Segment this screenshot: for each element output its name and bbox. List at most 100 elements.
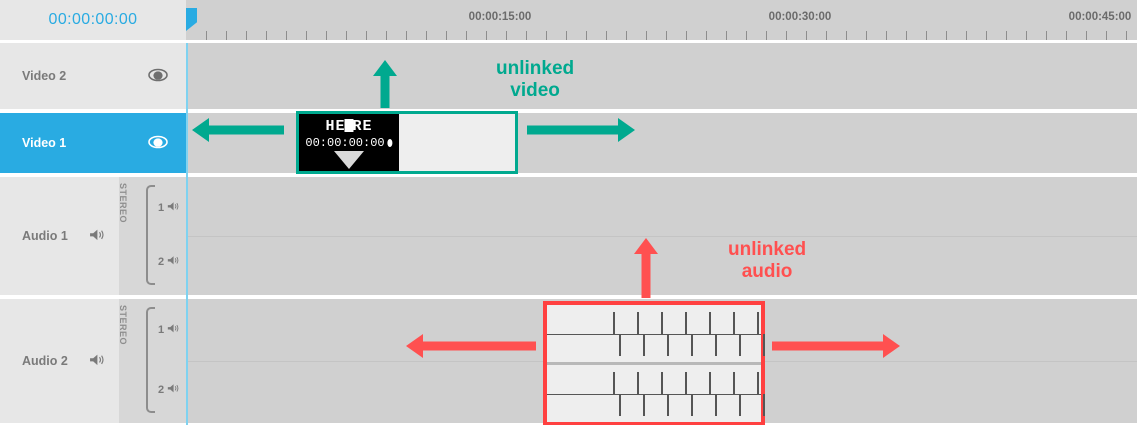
ruler-tick-minor bbox=[1006, 31, 1007, 40]
speaker-icon[interactable] bbox=[167, 201, 180, 215]
channel-number: 1 bbox=[158, 201, 165, 214]
eye-icon[interactable] bbox=[148, 68, 168, 84]
track-channels-audio-1 bbox=[119, 177, 186, 297]
annotation-label-unlinked-video: unlinked video bbox=[496, 58, 575, 101]
waveform-spike bbox=[613, 371, 615, 394]
stereo-label: STEREO bbox=[118, 305, 128, 346]
playhead-line[interactable] bbox=[186, 43, 188, 425]
ruler-tick-minor bbox=[286, 31, 287, 40]
ruler-tick-minor bbox=[326, 31, 327, 40]
ruler-tick-minor bbox=[1026, 31, 1027, 40]
waveform-spike bbox=[739, 333, 741, 356]
track-header-audio-2[interactable]: Audio 2 bbox=[0, 299, 119, 425]
ruler-tick-minor bbox=[786, 31, 787, 40]
audio-clip[interactable] bbox=[543, 301, 765, 425]
waveform-spike bbox=[613, 311, 615, 334]
channel-number: 2 bbox=[158, 383, 165, 396]
track-label: Audio 2 bbox=[22, 354, 68, 368]
current-timecode-display[interactable]: 00:00:00:00 bbox=[0, 0, 186, 40]
ruler-tick-minor bbox=[606, 31, 607, 40]
track-header-video-1[interactable]: Video 1 bbox=[0, 113, 186, 175]
ruler-tick-minor bbox=[366, 31, 367, 40]
eye-icon[interactable] bbox=[148, 135, 168, 151]
ruler-tick-minor bbox=[686, 31, 687, 40]
track-header-video-2[interactable]: Video 2 bbox=[0, 43, 186, 111]
waveform-baseline bbox=[547, 333, 761, 335]
channel-row-audio-1-2[interactable]: 2 bbox=[158, 255, 198, 269]
ruler-tick-minor bbox=[646, 31, 647, 40]
speaker-icon[interactable] bbox=[167, 323, 180, 337]
ruler-tick-minor bbox=[566, 31, 567, 40]
ruler-label: 00:00:15:00 bbox=[468, 11, 532, 23]
track-lane-audio-1-ch1[interactable] bbox=[186, 177, 1137, 237]
speaker-icon[interactable] bbox=[167, 255, 180, 269]
stereo-label: STEREO bbox=[118, 183, 128, 224]
waveform-spike bbox=[661, 311, 663, 334]
ruler-tick-minor bbox=[886, 31, 887, 40]
waveform-spike bbox=[637, 371, 639, 394]
ruler-tick-minor bbox=[586, 31, 587, 40]
ruler-tick-minor bbox=[466, 31, 467, 40]
ruler-tick-minor bbox=[806, 31, 807, 40]
ruler-tick-minor bbox=[486, 31, 487, 40]
waveform-spike bbox=[685, 311, 687, 334]
ruler-tick-minor bbox=[846, 31, 847, 40]
waveform-spike bbox=[619, 333, 621, 356]
track-header-audio-1[interactable]: Audio 1 bbox=[0, 177, 119, 297]
track-lane-video-2[interactable] bbox=[186, 43, 1137, 111]
annotation-arrow-up bbox=[372, 60, 398, 113]
track-channels-audio-2 bbox=[119, 299, 186, 425]
annotation-arrow-left bbox=[406, 333, 536, 364]
playhead-handle[interactable] bbox=[186, 8, 197, 31]
ruler-tick-minor bbox=[706, 31, 707, 40]
ruler-tick-minor bbox=[506, 31, 507, 40]
channel-row-audio-1-1[interactable]: 1 bbox=[158, 201, 198, 215]
channel-row-audio-2-1[interactable]: 1 bbox=[158, 323, 198, 337]
ruler-tick-minor bbox=[826, 31, 827, 40]
channel-brace bbox=[146, 185, 155, 285]
speaker-icon[interactable] bbox=[89, 353, 109, 369]
waveform-spike bbox=[715, 333, 717, 356]
ruler-tick-minor bbox=[1086, 31, 1087, 40]
annotation-label-unlinked-audio: unlinked audio bbox=[728, 239, 807, 282]
track-label: Video 1 bbox=[22, 136, 67, 150]
ruler-tick-minor bbox=[766, 31, 767, 40]
ruler-tick-minor bbox=[406, 31, 407, 40]
waveform-spike bbox=[643, 393, 645, 416]
annotation-arrow-left bbox=[192, 117, 284, 148]
ruler-tick-minor bbox=[1126, 31, 1127, 40]
track-label: Video 2 bbox=[22, 69, 67, 83]
thumbnail-title-part2: RE bbox=[352, 118, 373, 135]
speaker-icon[interactable] bbox=[167, 383, 180, 397]
ruler-tick-minor bbox=[246, 31, 247, 40]
ruler-tick-minor bbox=[1106, 31, 1107, 40]
waveform-spike bbox=[619, 393, 621, 416]
waveform-spike bbox=[709, 311, 711, 334]
ruler-tick-minor bbox=[746, 31, 747, 40]
timecode-value: 00:00:00:00 bbox=[48, 11, 138, 28]
thumbnail-timecode-row: 00:00:00:00 bbox=[305, 136, 393, 150]
ruler-tick-minor bbox=[726, 31, 727, 40]
waveform-spike bbox=[763, 393, 765, 416]
waveform-spike bbox=[661, 371, 663, 394]
ruler-tick-minor bbox=[306, 31, 307, 40]
annotation-arrow-right bbox=[772, 333, 900, 364]
waveform-spike bbox=[685, 371, 687, 394]
waveform-spike bbox=[667, 333, 669, 356]
ruler-divider bbox=[0, 40, 1137, 43]
track-lane-audio-1-ch2[interactable] bbox=[186, 237, 1137, 297]
ruler-tick-minor bbox=[526, 31, 527, 40]
ruler-label: 00:00:45:00 bbox=[1068, 11, 1132, 23]
waveform-spike bbox=[709, 371, 711, 394]
ruler-tick-minor bbox=[966, 31, 967, 40]
speaker-icon[interactable] bbox=[89, 228, 109, 244]
waveform-spike bbox=[733, 311, 735, 334]
ruler-tick-minor bbox=[446, 31, 447, 40]
thumbnail-title-part1: HE bbox=[325, 118, 346, 135]
record-dot-icon bbox=[387, 139, 393, 147]
video-clip[interactable]: HE RE 00:00:00:00 bbox=[296, 111, 518, 174]
ruler-tick-minor bbox=[206, 31, 207, 40]
channel-row-audio-2-2[interactable]: 2 bbox=[158, 383, 198, 397]
